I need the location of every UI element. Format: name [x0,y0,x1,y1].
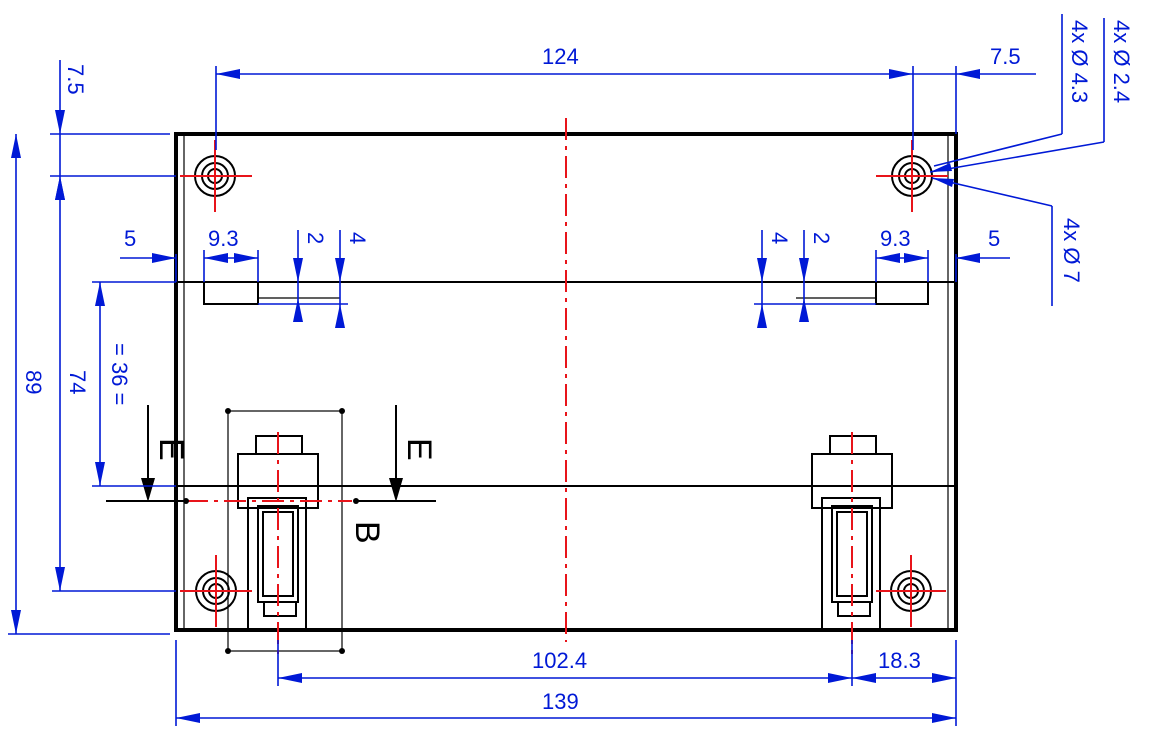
dim-right-2-label: 2 [809,232,834,244]
dim-left-5 [120,253,177,282]
dim-89 [8,134,170,635]
mounting-hole-bottom-left [180,555,252,627]
dim-18-3 [852,640,957,726]
dim-89-label: 89 [21,370,46,394]
dim-left-5-label: 5 [124,226,136,251]
dim-124 [215,66,914,150]
dim-102-4-label: 102.4 [532,648,587,673]
dim-right-4-label: 4 [767,232,792,244]
dim-7-5-top [913,66,1036,134]
dim-74 [52,176,176,592]
dim-right-5-label: 5 [988,226,1000,251]
dim-124-label: 124 [542,44,579,69]
dim-36-label: = 36 = [107,343,132,405]
slot-right [796,281,929,305]
dim-right-2 [799,230,809,322]
dim-right-5 [955,253,1010,282]
section-label-left: E [152,438,190,461]
mounting-hole-top-left [180,140,252,212]
dim-right-4 [754,230,876,328]
dim-139-label: 139 [542,689,579,714]
dim-74-label: 74 [65,370,90,394]
detail-label: B [348,521,386,544]
dim-139 [175,640,956,726]
hole-callout-2-4: 4x Ø 2.4 [1109,20,1134,103]
dim-left-4 [258,230,348,328]
dim-left-9-3-label: 9.3 [208,226,239,251]
mounting-hole-top-right [876,140,948,212]
clip-left [225,408,345,654]
dim-left-4-label: 4 [345,232,370,244]
hole-callout-leaders [929,14,1105,306]
dim-left-2-label: 2 [303,232,328,244]
dim-left-9-3 [203,250,259,282]
dim-left-2 [293,230,303,322]
dim-18-3-label: 18.3 [878,648,921,673]
slot-left [203,281,340,305]
section-label-right: E [400,438,438,461]
dim-36 [92,281,176,487]
hole-callout-7: 4x Ø 7 [1059,218,1084,283]
dim-7-5-top-label: 7.5 [990,44,1021,69]
mounting-hole-bottom-right [876,555,946,627]
section-line [106,405,436,504]
dim-right-9-3 [875,250,929,282]
hole-callout-4-3: 4x Ø 4.3 [1067,20,1092,103]
dim-right-9-3-label: 9.3 [880,226,911,251]
dim-102-4 [277,640,853,686]
centerlines [186,118,853,660]
dim-7-5-left-label: 7.5 [63,64,88,95]
